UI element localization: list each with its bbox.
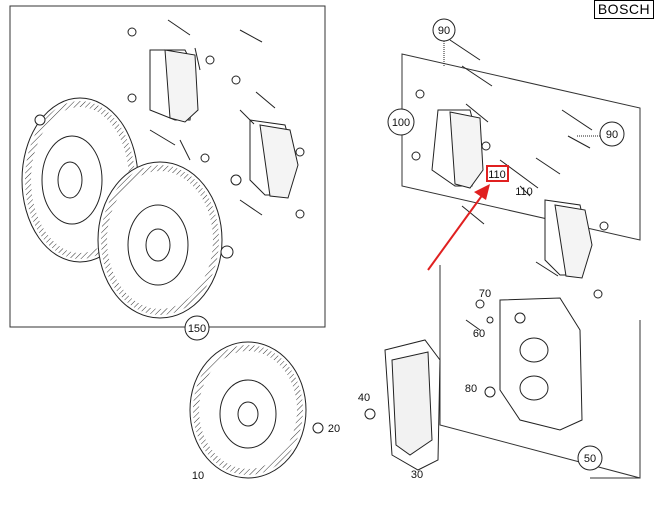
callout-label: 90 [438,25,450,37]
caliper-bracket [384,339,441,471]
callout-30[interactable]: 30 [411,469,423,481]
hardware-caliper [312,299,496,434]
callout-label: 90 [606,129,618,141]
callout-label-highlighted: 110 [488,169,506,181]
hardware-150 [127,19,305,219]
brand-logo: BOSCH [594,0,654,19]
rotor-bottom [189,341,307,479]
frame-150 [9,5,326,328]
brake-pads-100 [431,109,593,279]
arrow-head [474,184,490,200]
frame-50 [439,265,641,479]
callout-20[interactable]: 20 [328,423,340,435]
callout-70[interactable]: 70 [479,288,491,300]
callout-label: 50 [584,453,596,465]
highlight-box-110[interactable] [486,165,509,182]
callout-110[interactable]: 110 [515,186,533,198]
callout-40[interactable]: 40 [358,392,370,404]
callout-90-top[interactable]: 90 [432,18,456,42]
brake-pads-150 [149,49,299,199]
highlight-arrow [427,189,487,271]
callout-10[interactable]: 10 [192,470,204,482]
bolt-icon [34,114,46,126]
callout-label: 100 [392,117,410,129]
rotor-left-back [21,97,139,263]
callout-80[interactable]: 80 [465,383,477,395]
callout-label: 150 [188,323,206,335]
callout-60[interactable]: 60 [473,328,485,340]
callout-100[interactable]: 100 [387,108,415,136]
nut-icon [220,245,234,259]
rotor-left-front [97,161,223,319]
callout-90-right[interactable]: 90 [599,121,625,147]
callout-50[interactable]: 50 [577,445,603,471]
brake-caliper [499,297,583,431]
callout-150[interactable]: 150 [184,315,210,341]
hardware-100 [411,39,609,299]
frame-100 [401,53,641,241]
